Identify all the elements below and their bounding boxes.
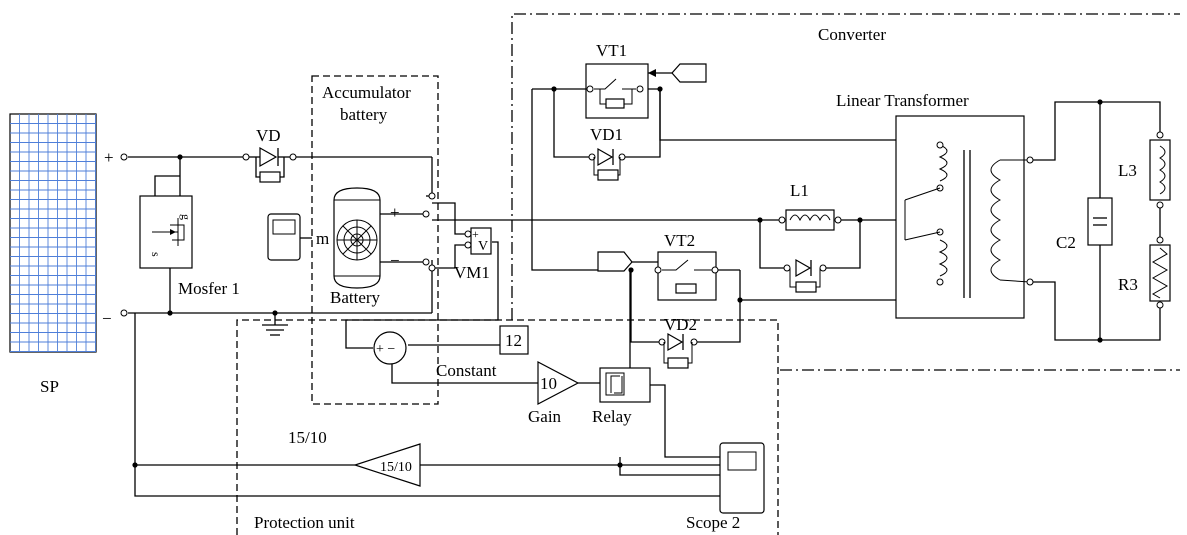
c2-label: C2: [1056, 233, 1076, 252]
solar-panel: SP: [9, 113, 97, 396]
battery-monitor-icon: [267, 213, 301, 261]
battery-minus-sign: −: [390, 251, 400, 270]
converter-label: Converter: [818, 25, 886, 44]
l3-inductor: L3: [1118, 131, 1171, 209]
l1-inductor: L1: [778, 181, 842, 293]
scope-block: Scope 2: [686, 442, 765, 532]
voltmeter-vm1: + V VM1: [454, 227, 492, 282]
sp-terminals: + −: [102, 148, 128, 328]
battery-m-port: m: [316, 229, 329, 248]
vm-plus-sign: +: [472, 227, 479, 241]
vt1-label: VT1: [596, 41, 627, 60]
l1-label: L1: [790, 181, 809, 200]
accumulator-label-line2: battery: [340, 105, 388, 124]
vd2-diode: VD2: [658, 315, 698, 369]
sp-plus-sign: +: [104, 148, 114, 167]
ground-icon: [262, 310, 288, 336]
accumulator-boundary: [311, 75, 439, 405]
gain-value: 10: [540, 374, 557, 393]
sum-block: + −: [373, 331, 407, 365]
accumulator-label-line1: Accumulator: [322, 83, 411, 102]
battery-icon: [336, 219, 378, 261]
converter-boundary: [511, 13, 1180, 371]
vd2-label: VD2: [664, 315, 697, 334]
l3-label: L3: [1118, 161, 1137, 180]
vt1-switch: VT1: [585, 41, 707, 119]
r3-resistor: R3: [1118, 236, 1171, 309]
linear-transformer: Linear Transformer: [836, 91, 1034, 319]
sp-label: SP: [40, 377, 59, 396]
constant-label: Constant: [436, 361, 497, 380]
vm-label: VM1: [454, 263, 490, 282]
vd1-diode: VD1: [588, 125, 626, 181]
vt2-label: VT2: [664, 231, 695, 250]
mosfet-pin-s: s: [149, 252, 163, 257]
vd-diode: VD: [242, 126, 297, 183]
mosfet: g s Mosfer 1: [139, 195, 240, 298]
vt2-switch: VT2: [597, 231, 719, 301]
constant-value: 12: [505, 331, 522, 350]
c2-capacitor: C2: [1056, 197, 1113, 252]
transformer-label: Linear Transformer: [836, 91, 969, 110]
ratio-label: 15/10: [288, 428, 327, 447]
vd1-label: VD1: [590, 125, 623, 144]
ratio-block: 15/10 15/10: [288, 428, 421, 487]
battery-plus-sign: +: [390, 203, 400, 222]
junctions: [132, 86, 1103, 468]
r3-label: R3: [1118, 275, 1138, 294]
accumulator-battery: Accumulator battery Battery m + −: [300, 83, 436, 307]
protection-label: Protection unit: [254, 513, 355, 532]
sp-minus-sign: −: [102, 309, 112, 328]
mosfet-label: Mosfer 1: [178, 279, 240, 298]
relay-label: Relay: [592, 407, 632, 426]
battery-label: Battery: [330, 288, 381, 307]
scope-label: Scope 2: [686, 513, 740, 532]
mosfet-pin-g: g: [179, 214, 193, 220]
constant-block: 12 Constant: [436, 325, 529, 380]
gain-block: 10 Gain: [528, 361, 580, 426]
vm-symbol: V: [478, 239, 488, 254]
sum-signs: + −: [376, 342, 395, 357]
gain-label: Gain: [528, 407, 562, 426]
vd-label: VD: [256, 126, 281, 145]
relay-block: Relay: [592, 367, 651, 426]
protection-boundary: [236, 319, 779, 535]
ratio-block-value: 15/10: [380, 460, 412, 475]
